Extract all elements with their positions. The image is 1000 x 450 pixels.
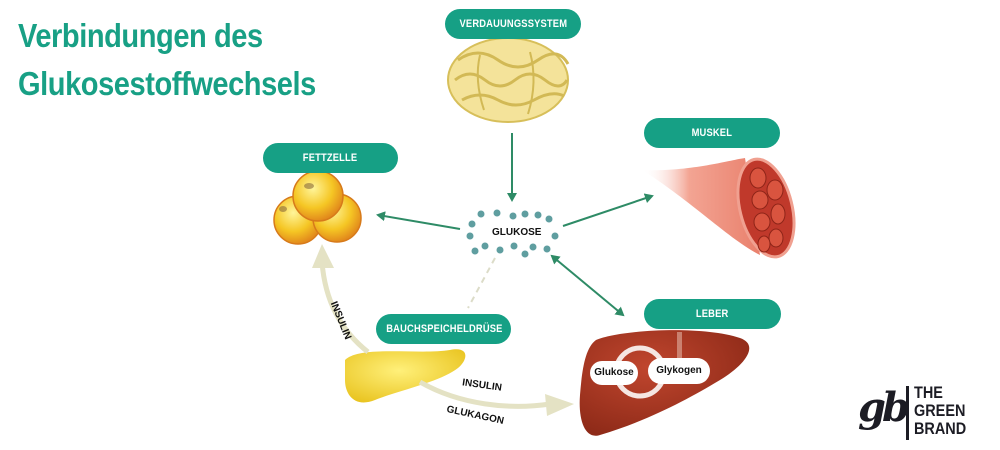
- fat-cell-icon: [273, 170, 362, 245]
- muscle-icon: [642, 157, 796, 259]
- intestine-icon: [447, 37, 570, 123]
- arrow-glucose-to-fat: [376, 211, 461, 230]
- arrow-hormones-to-liver: [418, 379, 551, 409]
- arrow-glucose-to-muscle: [562, 193, 654, 227]
- label-fat-cell: FETTZELLE: [263, 143, 398, 173]
- title-line-1: Verbindungen des: [18, 17, 263, 54]
- glucose-molecules-icon: [466, 209, 559, 258]
- label-digestive-system: VERDAUUNGSSYSTEM: [445, 9, 581, 39]
- brand-divider: [906, 386, 909, 440]
- dashed-link-pancreas-glucose: [467, 257, 496, 309]
- pancreas-icon: [345, 349, 466, 403]
- label-liver: LEBER: [644, 299, 781, 329]
- arrow-insulin-to-fat: [319, 261, 370, 354]
- liver-cycle-glykogen: Glykogen: [648, 358, 710, 384]
- brand-wordmark: THE GREEN BRAND: [914, 383, 967, 438]
- label-muscle: MUSKEL: [644, 118, 780, 148]
- title-line-2: Glukosestoffwechsels: [18, 65, 316, 102]
- brand-monogram: gb: [858, 384, 910, 431]
- label-glucose: GLUKOSE: [492, 227, 542, 238]
- page-title: Verbindungen des Glukosestoffwechsels: [18, 12, 316, 108]
- liver-cycle-glukose: Glukose: [590, 361, 638, 385]
- arrow-glucose-liver-bidirectional: [550, 254, 625, 317]
- brand-logo: gb THE GREEN BRAND: [858, 382, 988, 442]
- label-pancreas: BAUCHSPEICHELDRÜSE: [376, 314, 511, 344]
